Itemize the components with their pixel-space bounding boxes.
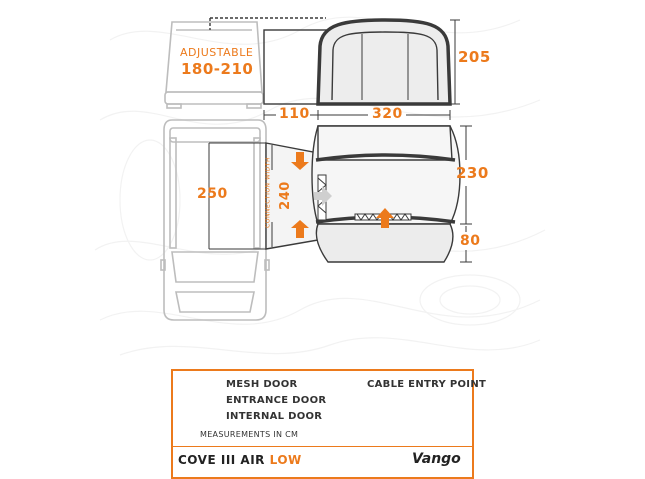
depth-dimension-lines <box>460 125 472 263</box>
awning-depth-value: 230 <box>456 164 489 182</box>
product-title: COVE III AIR LOW <box>178 453 302 467</box>
vehicle-rear-view <box>164 21 264 109</box>
height-value: 205 <box>458 48 491 66</box>
legend-divider <box>171 446 474 447</box>
brand-name: Vango <box>412 451 461 467</box>
floorplan-diagram <box>94 16 546 465</box>
legend-internal-door-label: INTERNAL DOOR <box>226 411 323 422</box>
connection-width-label: CONNECTION WIDTH <box>264 157 272 228</box>
vehicle-top-view <box>160 119 270 321</box>
product-variant: LOW <box>269 453 302 467</box>
connection-length-value: 110 <box>279 106 310 122</box>
product-name: COVE III AIR <box>178 453 265 467</box>
internal-door-arrow <box>314 186 332 206</box>
adjustable-label: ADJUSTABLE <box>180 46 254 59</box>
adjustable-range: 180-210 <box>181 60 254 78</box>
entrance-door-arrows <box>291 152 394 238</box>
length-dimension-lines <box>263 110 451 120</box>
awning-side-elevation <box>316 18 452 106</box>
legend-mesh-door-label: MESH DOOR <box>226 379 298 390</box>
legend-cable-entry-label: CABLE ENTRY POINT <box>367 379 487 390</box>
awning-footprint <box>311 125 461 263</box>
legend-entrance-door-label: ENTRANCE DOOR <box>226 395 327 406</box>
vehicle-width-box <box>208 142 266 250</box>
connection-width-value: 240 <box>277 181 293 210</box>
height-dimension-line <box>450 19 460 105</box>
awning-length-value: 320 <box>372 106 403 122</box>
vehicle-width-value: 250 <box>197 186 228 202</box>
measurements-note: MEASUREMENTS IN CM <box>200 430 299 439</box>
porch-depth-value: 80 <box>460 233 481 249</box>
